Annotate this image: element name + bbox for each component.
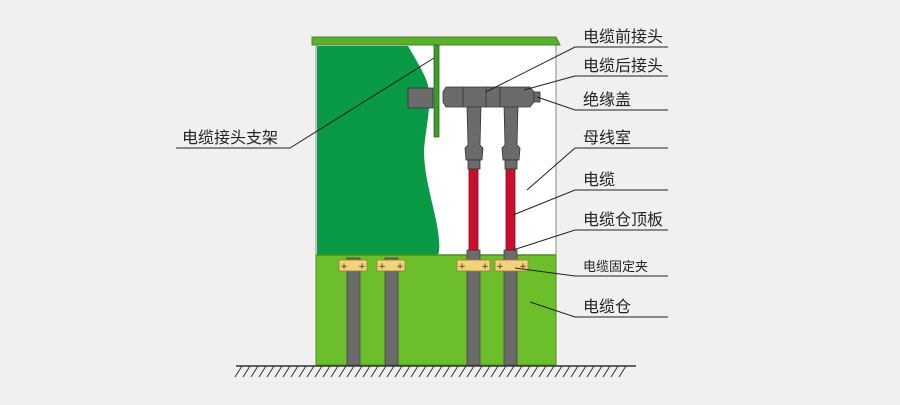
connector-bracket <box>433 44 440 138</box>
label-cable-room-top-plate: 电缆仓顶板 <box>583 210 663 229</box>
cable-red-2 <box>505 167 516 251</box>
label-front-connector: 电缆前接头 <box>583 27 663 46</box>
cable-left-2 <box>384 257 399 366</box>
cable-clamp: ++ <box>456 259 491 272</box>
label-cable-compartment: 电缆仓 <box>583 297 631 316</box>
plus-bolt-icon: + <box>378 262 386 272</box>
label-connector-bracket: 电缆接头支架 <box>182 128 278 147</box>
plus-bolt-icon: + <box>481 262 489 272</box>
leader-lines <box>176 46 668 318</box>
cable-clamp: ++ <box>494 259 529 272</box>
plus-bolt-icon: + <box>458 262 466 272</box>
t-connector-body <box>442 86 535 108</box>
busbar-room-green-wall <box>317 46 440 255</box>
front-connector-plug <box>407 87 434 109</box>
label-cable: 电缆 <box>583 170 615 189</box>
ground-hatch-icon <box>234 365 636 378</box>
connector-stem-rear <box>501 104 521 170</box>
connector-stem-front <box>464 104 484 170</box>
label-insulating-cap: 绝缘盖 <box>583 90 631 109</box>
cable-left-1 <box>346 257 361 366</box>
plus-bolt-icon: + <box>496 262 504 272</box>
label-busbar-room: 母线室 <box>583 128 631 147</box>
cable-clamp: ++ <box>338 259 368 272</box>
plus-bolt-icon: + <box>519 262 527 272</box>
cable-red-1 <box>468 167 479 251</box>
plus-bolt-icon: + <box>396 262 404 272</box>
roof <box>311 36 561 46</box>
plus-bolt-icon: + <box>358 262 366 272</box>
plus-bolt-icon: + <box>340 262 348 272</box>
label-rear-connector: 电缆后接头 <box>583 56 663 75</box>
cable-clamp: ++ <box>376 259 406 272</box>
label-cable-clamp: 电缆固定夹 <box>583 259 648 275</box>
